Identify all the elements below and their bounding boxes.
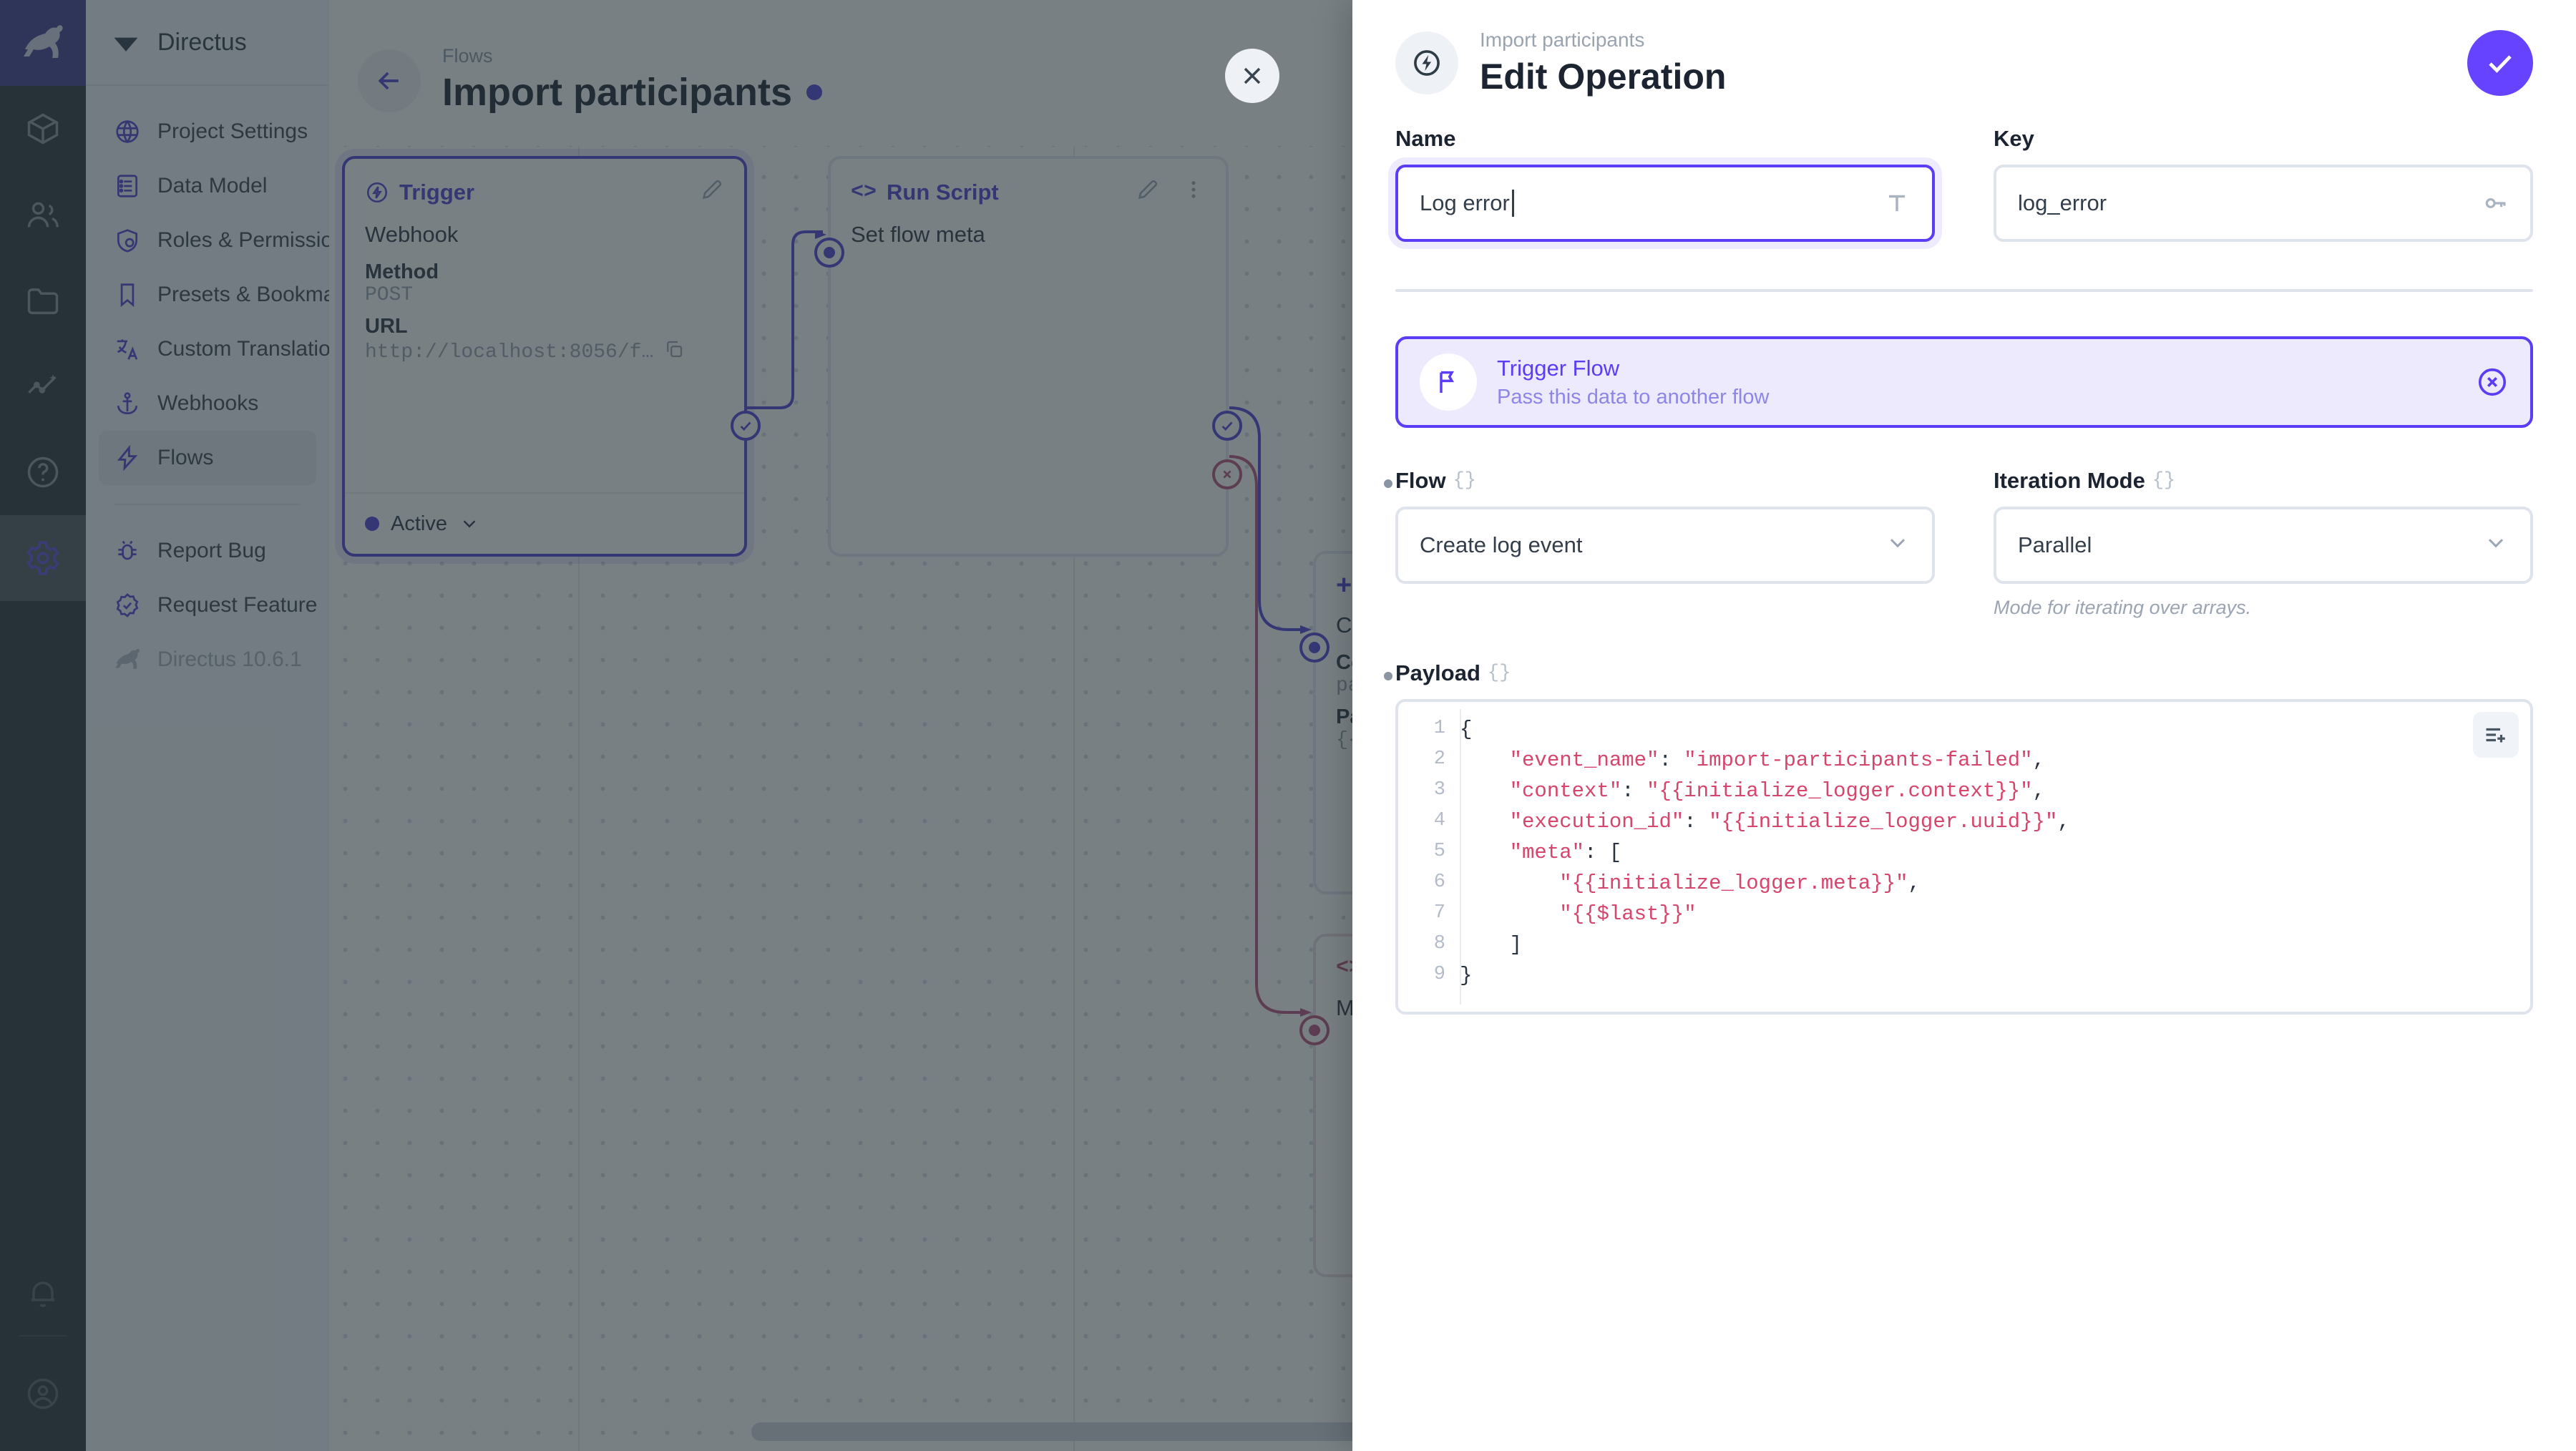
code-text: }	[1460, 964, 1473, 987]
code-text: "{{$last}}"	[1559, 902, 1697, 926]
chevron-down-icon	[1885, 529, 1911, 561]
playlist-add-icon[interactable]	[2473, 712, 2519, 758]
code-line: 4 "execution_id": "{{initialize_logger.u…	[1398, 810, 2530, 841]
code-line: 6 "{{initialize_logger.meta}}",	[1398, 871, 2530, 902]
clear-operation-button[interactable]	[2476, 366, 2509, 399]
raw-value-toggle[interactable]: {}	[2152, 470, 2176, 492]
flow-field-label: Flow {}	[1384, 468, 1935, 494]
line-number: 9	[1433, 964, 1445, 985]
code-line: 7 "{{$last}}"	[1398, 902, 2530, 933]
iteration-mode-select-value: Parallel	[2018, 532, 2092, 557]
code-line: 3 "context": "{{initialize_logger.contex…	[1398, 779, 2530, 810]
gutter-divider	[1460, 709, 1461, 1005]
line-number: 3	[1433, 779, 1445, 801]
code-line: 2 "event_name": "import-participants-fai…	[1398, 748, 2530, 779]
operation-card-title: Trigger Flow	[1497, 355, 1620, 381]
drawer-title: Edit Operation	[1480, 57, 1727, 97]
raw-value-toggle[interactable]: {}	[1487, 663, 1511, 684]
line-number: 6	[1433, 871, 1445, 893]
code-line: 5 "meta": [	[1398, 841, 2530, 871]
flow-select[interactable]: Create log event	[1395, 507, 1935, 584]
key-field-group: Key log_error	[1994, 126, 2533, 242]
edit-operation-drawer: Import participants Edit Operation Name …	[1352, 0, 2576, 1451]
payload-code-editor[interactable]: 1{2 "event_name": "import-participants-f…	[1395, 699, 2533, 1015]
code-text: "meta": [	[1509, 841, 1622, 864]
code-text: "{{initialize_logger.meta}}",	[1559, 871, 1921, 895]
operation-card-description: Pass this data to another flow	[1497, 385, 1770, 409]
drawer-title-block: Import participants Edit Operation	[1480, 29, 2446, 97]
drawer-subtitle: Import participants	[1480, 29, 1645, 51]
code-text: "event_name": "import-participants-faile…	[1509, 748, 2045, 772]
name-field-label: Name	[1395, 126, 1456, 151]
line-number: 7	[1433, 902, 1445, 924]
chevron-down-icon	[2483, 529, 2509, 561]
name-input[interactable]: Log error	[1395, 165, 1935, 242]
code-text: "context": "{{initialize_logger.context}…	[1509, 779, 2045, 803]
operation-type-badge	[1395, 31, 1458, 94]
iteration-mode-select[interactable]: Parallel	[1994, 507, 2533, 584]
line-number: 8	[1433, 933, 1445, 954]
flag-icon	[1420, 353, 1477, 411]
operation-card-texts: Trigger Flow Pass this data to another f…	[1497, 356, 1769, 409]
drawer-divider	[1395, 289, 2533, 292]
payload-field-label: Payload {}	[1384, 660, 2533, 686]
drawer-header: Import participants Edit Operation	[1352, 0, 2576, 126]
key-input[interactable]: log_error	[1994, 165, 2533, 242]
line-number: 4	[1433, 810, 1445, 831]
save-button[interactable]	[2467, 30, 2533, 96]
drawer-body: Name Log error Key log_error	[1352, 126, 2576, 1015]
key-icon[interactable]	[2482, 190, 2509, 217]
check-icon	[2489, 55, 2512, 73]
code-lines[interactable]: 1{2 "event_name": "import-participants-f…	[1398, 718, 2530, 995]
payload-field-group: Payload {} 1{2 "event_name": "import-par…	[1384, 660, 2533, 1015]
line-number: 2	[1433, 748, 1445, 770]
text-caret	[1511, 190, 1514, 217]
code-line: 8 ]	[1398, 933, 2530, 964]
code-text: ]	[1460, 933, 1523, 957]
key-input-value: log_error	[2018, 190, 2107, 215]
iteration-mode-field-group: Iteration Mode {} Parallel Mode for iter…	[1994, 468, 2533, 619]
iteration-mode-field-label: Iteration Mode {}	[1994, 468, 2176, 493]
close-circle-icon	[2478, 368, 2507, 396]
name-key-row: Name Log error Key log_error	[1395, 126, 2533, 242]
close-icon	[1244, 67, 1261, 84]
line-number: 1	[1433, 718, 1445, 739]
name-input-value: Log error	[1420, 190, 1883, 217]
required-indicator	[1384, 672, 1392, 680]
name-field-group: Name Log error	[1395, 126, 1935, 242]
bolt-circle-icon	[1414, 50, 1440, 76]
code-text: "execution_id": "{{initialize_logger.uui…	[1509, 810, 2070, 834]
close-drawer-button[interactable]	[1225, 49, 1279, 103]
flow-select-value: Create log event	[1420, 532, 1583, 557]
text-format-icon[interactable]	[1883, 190, 1911, 217]
key-field-label: Key	[1994, 126, 2034, 151]
code-line: 1{	[1398, 718, 2530, 748]
code-line: 9}	[1398, 964, 2530, 995]
flow-field-group: Flow {} Create log event	[1384, 468, 1935, 619]
iteration-mode-help-text: Mode for iterating over arrays.	[1994, 597, 2252, 618]
required-indicator	[1384, 479, 1392, 488]
operation-type-card[interactable]: Trigger Flow Pass this data to another f…	[1395, 336, 2533, 428]
line-number: 5	[1433, 841, 1445, 862]
flow-iteration-row: Flow {} Create log event Iteration Mode …	[1384, 468, 2533, 619]
code-text: {	[1460, 718, 1473, 741]
raw-value-toggle[interactable]: {}	[1453, 470, 1477, 492]
